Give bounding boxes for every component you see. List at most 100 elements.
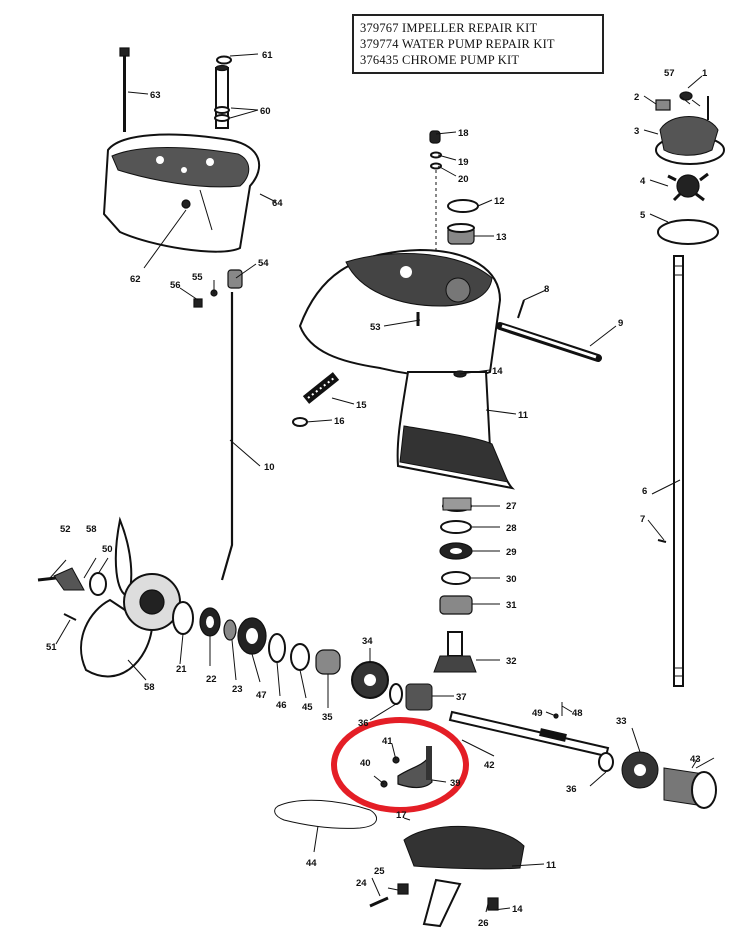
callout-23: 23 (232, 684, 243, 695)
part-exhaust-housing (298, 248, 502, 378)
callout-labels: 61 60 63 64 62 54 55 56 18 19 20 12 13 8… (46, 50, 708, 929)
part-12-seal (447, 199, 479, 213)
part-7-pin (657, 539, 667, 543)
callout-48: 48 (572, 708, 583, 719)
part-23-seal (223, 619, 237, 641)
callout-64: 64 (272, 198, 283, 209)
callout-50: 50 (102, 544, 113, 555)
callout-63: 63 (150, 90, 161, 101)
callout-2: 2 (634, 92, 639, 103)
callout-1: 1 (702, 68, 708, 79)
highlight-circle (331, 717, 469, 813)
part-30-washer (441, 571, 471, 585)
callout-19: 19 (458, 157, 469, 168)
callout-58-b: 58 (144, 682, 155, 693)
callout-57: 57 (664, 68, 675, 79)
callout-21: 21 (176, 664, 187, 675)
part-5-plate (657, 219, 719, 245)
part-25-plug (397, 883, 409, 895)
callout-4: 4 (640, 176, 646, 187)
callout-41: 41 (382, 736, 393, 747)
callout-49: 49 (532, 708, 543, 719)
callout-3: 3 (634, 126, 639, 137)
callout-30: 30 (506, 574, 517, 585)
callout-28: 28 (506, 523, 517, 534)
part-3-pump-housing (655, 116, 725, 165)
part-22-bearing (199, 607, 221, 637)
part-58-nut (53, 567, 85, 591)
callout-29: 29 (506, 547, 517, 558)
part-44-gasket (274, 799, 378, 829)
part-57-grommet (679, 91, 693, 101)
part-60-61-shaft (214, 55, 232, 129)
callout-42: 42 (484, 760, 495, 771)
callout-54: 54 (258, 258, 269, 269)
part-47-bearing (237, 617, 267, 655)
callout-51: 51 (46, 642, 57, 653)
callout-58-a: 58 (86, 524, 97, 535)
callout-22: 22 (206, 674, 217, 685)
part-63-bolt (119, 47, 130, 132)
callout-47: 47 (256, 690, 267, 701)
part-10-shift-rod (220, 292, 234, 581)
kit-line-water-pump: 379774 WATER PUMP REPAIR KIT (360, 36, 596, 52)
callout-55: 55 (192, 272, 203, 283)
callout-17: 17 (396, 810, 407, 821)
kit-number: 379774 (360, 37, 399, 51)
kit-line-chrome-pump: 376435 CHROME PUMP KIT (360, 52, 596, 68)
part-45-washer (290, 643, 310, 671)
callout-15: 15 (356, 400, 367, 411)
part-21-ring (172, 601, 194, 635)
callout-27: 27 (506, 501, 517, 512)
callout-62: 62 (130, 274, 141, 285)
part-36-washer-a (389, 683, 403, 705)
part-39-shift-lever (397, 746, 433, 789)
part-16-grommet (292, 417, 308, 427)
callout-12: 12 (494, 196, 505, 207)
part-64-adaptor-housing (102, 133, 261, 253)
part-29-bearing (439, 542, 473, 560)
part-26-screw (487, 897, 499, 911)
callout-40: 40 (360, 758, 371, 769)
callout-43: 43 (690, 754, 701, 765)
part-58-propeller (80, 516, 181, 678)
callout-20: 20 (458, 174, 469, 185)
callout-9: 9 (618, 318, 623, 329)
callout-32: 32 (506, 656, 517, 667)
callout-45: 45 (302, 702, 313, 713)
callout-53: 53 (370, 322, 381, 333)
callout-33: 33 (616, 716, 627, 727)
part-4-impeller (667, 172, 709, 202)
callout-14-b: 14 (512, 904, 523, 915)
callout-60: 60 (260, 106, 271, 117)
part-36-washer-b (598, 752, 614, 772)
callout-36-b: 36 (566, 784, 577, 795)
callout-6: 6 (642, 486, 647, 497)
part-54-bushing (227, 269, 243, 289)
callout-18: 18 (458, 128, 469, 139)
part-52-cotter-pin (37, 576, 57, 582)
callout-7: 7 (640, 514, 645, 525)
part-13-bearing (447, 223, 475, 245)
part-46-ring (268, 633, 286, 663)
part-9-shift-arm (496, 322, 602, 362)
callout-5: 5 (640, 210, 646, 221)
part-18-20-bushing-stack (429, 130, 442, 260)
part-43-bearing-housing (663, 767, 717, 809)
part-42-propeller-shaft (448, 710, 610, 758)
callout-61: 61 (262, 50, 273, 61)
part-11-lower-case (403, 825, 525, 928)
part-51-pin (63, 613, 77, 621)
callout-52: 52 (60, 524, 71, 535)
part-37-clutch-dog (405, 683, 433, 711)
part-31-bearing (439, 595, 473, 615)
kit-name: IMPELLER REPAIR KIT (402, 21, 538, 35)
part-15-tube (302, 372, 340, 404)
callout-34: 34 (362, 636, 373, 647)
callout-36-a: 36 (358, 718, 369, 729)
kit-name: CHROME PUMP KIT (402, 53, 520, 67)
part-32-pinion (433, 631, 477, 673)
part-27-bearing (442, 497, 472, 512)
part-8-pin (517, 299, 525, 319)
